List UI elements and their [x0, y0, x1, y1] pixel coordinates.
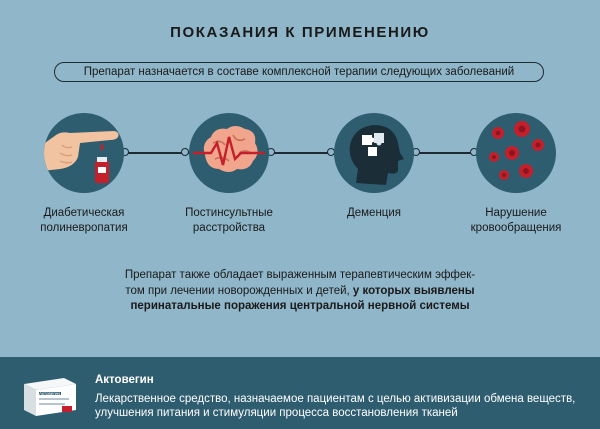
note-line: том при лечении новорожденных и детей, у… — [0, 284, 600, 300]
indication-label-1: Диабетическая полиневропатия — [24, 206, 144, 236]
head-puzzle-icon — [334, 113, 414, 193]
indication-label-2: Постинсультные расстройства — [169, 206, 289, 236]
indication-label-4: Нарушение кровообращения — [456, 206, 576, 236]
indication-label-line: полиневропатия — [40, 222, 128, 234]
indication-label-line: расстройства — [192, 222, 266, 234]
footer-title: Актовегин — [95, 374, 154, 386]
connector-dot — [181, 148, 189, 156]
brain-heartbeat-icon — [189, 113, 269, 193]
subtitle-pill: Препарат назначается в составе комплексн… — [54, 62, 544, 82]
footer-band — [0, 357, 600, 429]
finger-blood-drop-icon — [44, 113, 124, 193]
connector-line — [124, 152, 476, 154]
footer-description: Лекарственное средство, назначаемое паци… — [95, 393, 576, 419]
indication-label-line: кровообращения — [470, 222, 562, 234]
indication-label-line: Постинсультные — [185, 207, 273, 219]
product-package-image: Актовегин — [20, 374, 78, 418]
note-bold-text: у которых выявлены — [352, 284, 475, 297]
subtitle-text: Препарат назначается в составе комплексн… — [83, 66, 515, 78]
note-bold-text: перинатальные поражения центральной нерв… — [130, 300, 470, 312]
additional-note: Препарат также обладает выраженным терап… — [0, 268, 600, 315]
note-line: перинатальные поражения центральной нерв… — [0, 299, 600, 315]
red-blood-cells-icon — [476, 113, 556, 193]
indication-label-line: Нарушение — [485, 207, 547, 219]
indication-label-3: Деменция — [314, 206, 434, 221]
note-line: Препарат также обладает выраженным терап… — [124, 269, 476, 281]
indication-label-line: Деменция — [346, 207, 402, 219]
note-text: том при лечении новорожденных и детей, — [125, 284, 353, 297]
page-title: ПОКАЗАНИЯ К ПРИМЕНЕНИЮ — [170, 24, 430, 41]
package-label: Актовегин — [39, 391, 61, 396]
indication-label-line: Диабетическая — [43, 207, 125, 219]
